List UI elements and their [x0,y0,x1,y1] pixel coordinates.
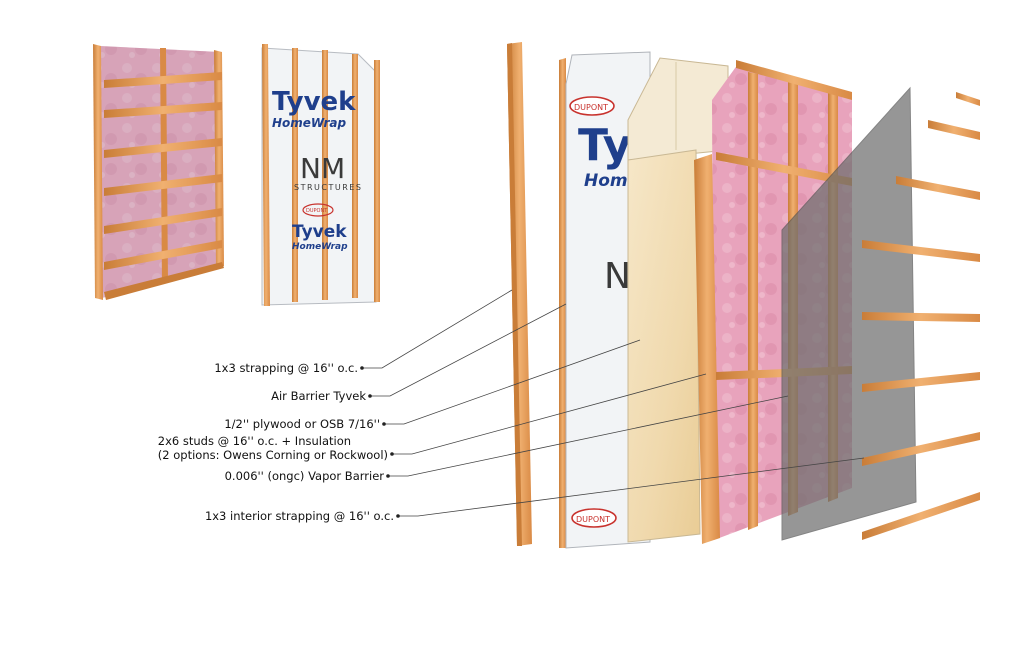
small-wall-1-strap-3 [104,138,222,158]
interior-strap-3 [896,176,980,200]
callout-strapping-exterior: 1x3 strapping @ 16'' o.c. [214,361,358,375]
leader-dot-strapping-exterior [360,366,364,370]
small-wall-1-bottom-plate [104,262,224,300]
mid-blocking [716,152,852,186]
small-wall-2-stud-2 [292,48,298,302]
small-wall-1-strap-4 [104,174,222,196]
plywood-lower-panel [627,149,701,543]
small-wall-1-strap-5 [104,208,222,234]
callout-studs-insulation-line-2: (2 options: Owens Corning or Rockwool) [157,448,388,462]
front-stud [694,154,720,544]
interior-strap-8 [862,492,980,540]
leader-dot-vapor-barrier [386,474,390,478]
interior-strap-1 [956,92,980,106]
tyvek-subline-large: Home [584,171,639,191]
small-wall-2-subline-1: HomeWrap [272,116,346,130]
small-wall-2-brand: DUPONT [306,208,328,214]
small-wall-1-strap-2 [104,102,222,118]
small-wall-2-product-2: Tyvek [292,222,347,242]
tyvek-dupont-oval-top [569,96,615,116]
plywood-sheathing [627,57,729,543]
leader-sheathing [384,339,641,425]
leader-dot-studs-insulation [390,452,394,456]
small-wall-1-strap-6 [104,240,222,270]
small-wall-exterior-view: Tyvek HomeWrap NM STRUCTURES DUPONT Tyve… [261,44,380,306]
leader-dot-sheathing [382,422,386,426]
leader-dots [360,366,400,518]
small-wall-2-company-mark: NM [300,152,345,185]
interior-strap-7 [862,432,980,466]
callout-strapping-interior-line-1: 1x3 interior strapping @ 16'' o.c. [204,509,394,523]
leader-vapor-barrier [388,395,789,477]
interior-strap-2 [928,120,980,140]
vapor-barrier-sheet [781,86,917,541]
leader-dot-air-barrier [368,394,372,398]
callout-strapping-exterior-line-1: 1x3 strapping @ 16'' o.c. [214,361,358,375]
callout-strapping-interior: 1x3 interior strapping @ 16'' o.c. [205,509,394,523]
leader-dot-strapping-interior [396,514,400,518]
interior-strap-5 [862,312,980,322]
small-wall-1-strap-1 [104,72,222,88]
leader-air-barrier [370,303,567,397]
small-wall-2-left-stud [262,44,270,306]
tyvek-brand-top: DUPONT [574,103,608,112]
small-wall-1-left-stud [93,44,103,300]
interior-strapping [862,92,980,540]
leader-studs-insulation [392,373,707,455]
tyvek-stud-edge [559,58,566,548]
small-wall-2-stud-4 [352,54,358,298]
callout-studs-insulation-line-1: 2x6 studs @ 16'' o.c. + Insulation [157,434,352,448]
small-wall-2-right-stud [374,60,380,302]
tyvek-dupont-oval-bottom [571,508,617,528]
leader-strapping-exterior [362,289,513,369]
leader-strapping-interior [398,457,865,517]
callout-sheathing-line-1: 1/2'' plywood or OSB 7/16'' [224,417,380,431]
interior-strap-4 [862,240,980,262]
stud-2 [748,72,758,530]
small-wall-2-subline-2: HomeWrap [292,242,348,252]
exterior-strapping [507,42,532,546]
tyvek-brand-bottom: DUPONT [576,515,610,524]
small-wall-2-stud-3 [322,50,328,300]
small-wall-interior-view [93,44,224,300]
callout-sheathing: 1/2'' plywood or OSB 7/16'' [224,417,380,431]
leader-lines [362,289,865,517]
interior-strap-6 [862,372,980,392]
callout-air-barrier-line-1: Air Barrier Tyvek [271,389,366,403]
small-wall-2-product-1: Tyvek [272,87,356,117]
callout-studs-insulation: 2x6 studs @ 16'' o.c. + Insulation (2 op… [158,434,388,462]
exterior-strap-edge [507,43,522,546]
small-wall-2-dupont-oval [302,203,334,217]
callout-air-barrier: Air Barrier Tyvek [271,389,366,403]
top-plate [736,60,852,100]
callout-vapor-barrier: 0.006'' (ongc) Vapor Barrier [225,469,384,483]
callout-vapor-barrier-line-1: 0.006'' (ongc) Vapor Barrier [224,469,384,483]
small-wall-2-company: STRUCTURES [294,183,362,192]
